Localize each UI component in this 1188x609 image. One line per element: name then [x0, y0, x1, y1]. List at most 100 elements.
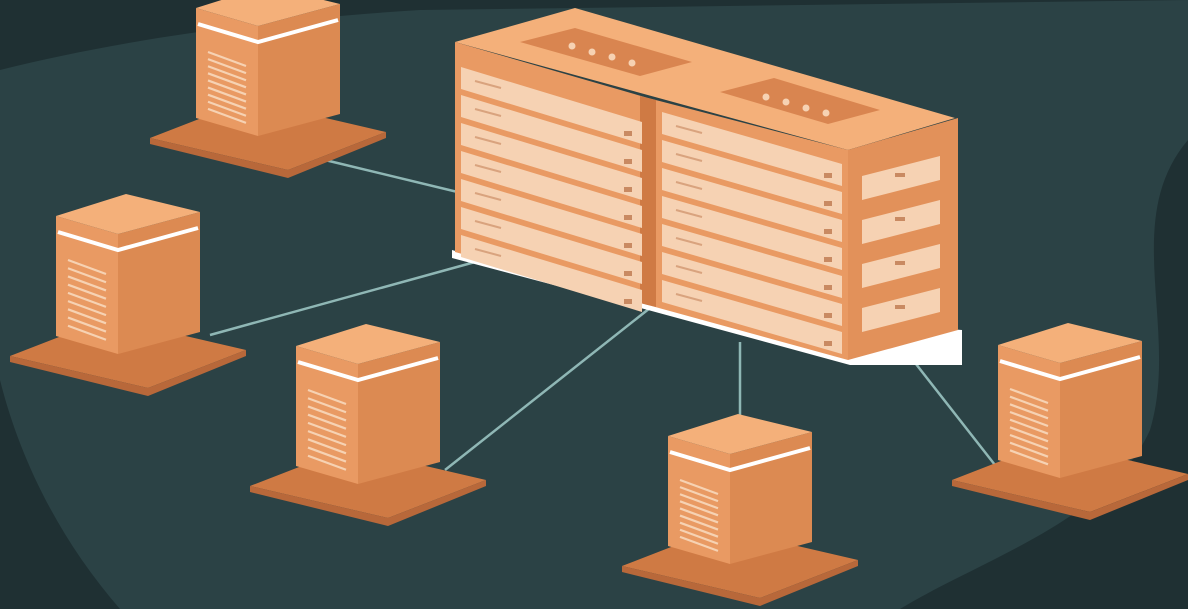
client-nodes: [10, 0, 1188, 606]
side-panel: [862, 156, 940, 200]
node-top: [56, 194, 200, 234]
vent-line: [67, 308, 107, 325]
rack-slot: [662, 196, 842, 270]
vent-line: [307, 405, 347, 422]
vent-line: [207, 86, 247, 103]
vent-line: [67, 291, 107, 308]
vent-line: [307, 413, 347, 430]
rack-slot: [461, 67, 642, 144]
vent-line: [1009, 418, 1049, 435]
rack-slot: [461, 151, 642, 228]
client-node: [250, 324, 486, 526]
node-side: [118, 212, 200, 354]
vent-line: [1009, 441, 1049, 458]
indicator-light: [628, 59, 636, 67]
vent-line: [679, 514, 719, 531]
node-trim: [197, 18, 339, 45]
vent-line: [1009, 433, 1049, 451]
rack-slots-left: [461, 67, 642, 312]
vent-line: [207, 58, 247, 75]
vent-line: [207, 107, 247, 124]
vent-line: [67, 275, 107, 292]
connection-line-5: [904, 349, 996, 466]
rack-slot: [662, 140, 842, 214]
vent-line: [307, 421, 347, 438]
indicator-light: [568, 42, 576, 50]
vent-line: [307, 388, 347, 406]
rack-slots-right: [662, 112, 842, 354]
top-indicator-panel-1: [520, 28, 692, 76]
vent-line: [207, 93, 247, 110]
connection-line-3: [444, 307, 651, 471]
rack-slot: [662, 280, 842, 354]
node-top: [196, 0, 340, 26]
rack-slot: [461, 123, 642, 200]
rack-slot: [662, 252, 842, 326]
client-node: [952, 323, 1188, 520]
node-trim: [669, 446, 811, 473]
vent-line: [679, 521, 719, 538]
indicator-light: [782, 98, 790, 106]
client-node: [10, 194, 246, 396]
vent-line: [307, 397, 347, 414]
vent-line: [679, 493, 719, 510]
connection-line-1: [324, 158, 471, 197]
indicator-light: [802, 104, 810, 112]
central-server-rack: [452, 8, 962, 365]
vent-line: [67, 267, 107, 284]
vent-line: [207, 72, 247, 89]
indicator-light: [762, 93, 770, 101]
vent-line: [1009, 387, 1049, 405]
side-panel: [862, 288, 940, 332]
vent-line: [67, 316, 107, 333]
node-top: [296, 324, 440, 364]
vent-line: [307, 430, 347, 447]
vent-line: [67, 283, 107, 300]
vent-line: [1009, 449, 1049, 466]
vent-line: [207, 50, 247, 68]
vent-line: [307, 454, 347, 471]
top-indicator-panel-2: [720, 78, 880, 124]
node-side: [358, 342, 440, 484]
vent-line: [679, 486, 719, 503]
rack-slot: [662, 224, 842, 298]
vent-line: [679, 500, 719, 517]
vent-line: [207, 79, 247, 96]
rack-slot: [461, 95, 642, 172]
node-trim: [297, 356, 439, 383]
vent-line: [679, 507, 719, 524]
vent-line: [679, 528, 719, 545]
connection-line-2: [209, 260, 476, 337]
vent-line: [67, 258, 107, 276]
vent-line: [1009, 395, 1049, 412]
vent-line: [679, 478, 719, 496]
vent-line: [679, 535, 719, 552]
side-panel: [862, 244, 940, 288]
vent-line: [67, 324, 107, 341]
indicator-light: [608, 53, 616, 61]
node-trim: [999, 355, 1141, 382]
vent-line: [307, 438, 347, 455]
rack-slot: [662, 168, 842, 242]
side-panel: [862, 200, 940, 244]
rack-slot: [662, 112, 842, 186]
node-top: [668, 414, 812, 454]
client-node: [622, 414, 858, 606]
server-divider: [640, 96, 656, 307]
server-side-panels: [862, 156, 940, 332]
rack-slot: [461, 207, 642, 284]
indicator-light: [588, 48, 596, 56]
vent-line: [307, 446, 347, 463]
vent-line: [1009, 426, 1049, 443]
vent-line: [207, 100, 247, 117]
rack-slot: [461, 179, 642, 256]
rack-slot: [461, 235, 642, 312]
client-node: [150, 0, 386, 178]
vent-line: [1009, 403, 1049, 420]
vent-line: [67, 300, 107, 317]
vent-line: [1009, 410, 1049, 428]
vent-line: [207, 65, 247, 82]
node-trim: [57, 226, 199, 253]
node-top: [998, 323, 1142, 363]
